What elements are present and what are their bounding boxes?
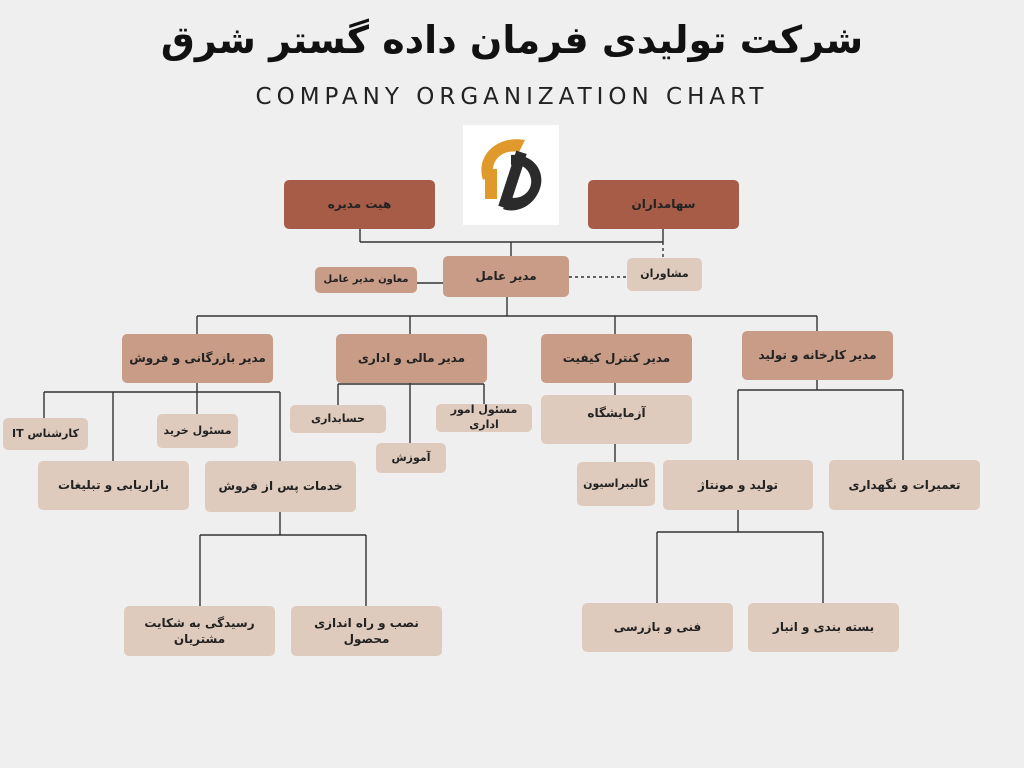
- deputy-ceo-box: معاون مدیر عامل: [315, 267, 417, 293]
- training-box: آموزش: [376, 443, 446, 473]
- logo-icon: [481, 139, 542, 211]
- laboratory-box: آزمایشگاه: [541, 395, 692, 444]
- finance-admin-manager-box: مدیر مالی و اداری: [336, 334, 487, 383]
- factory-production-manager-box: مدیر کارخانه و تولید: [742, 331, 893, 380]
- accounting-box: حسابداری: [290, 405, 386, 433]
- chart-title: شرکت تولیدی فرمان داده گستر شرق: [160, 18, 864, 62]
- production-assembly-box: تولید و مونتاژ: [663, 460, 813, 510]
- administrative-affairs-box: مسئول امور اداری: [436, 403, 532, 432]
- purchasing-officer-box: مسئول خرید: [157, 414, 238, 448]
- customer-complaints-box: رسیدگی به شکایت مشتریان: [124, 606, 275, 656]
- commerce-sales-manager-box: مدیر بازرگانی و فروش: [122, 334, 273, 383]
- it-specialist-box: کارشناس IT: [3, 418, 88, 450]
- calibration-box: کالیبراسیون: [577, 462, 655, 506]
- ceo-box: مدیر عامل: [443, 256, 569, 297]
- maintenance-box: تعمیرات و نگهداری: [829, 460, 980, 510]
- advisors-box: مشاوران: [627, 258, 702, 291]
- marketing-advertising-box: بازاریابی و تبلیغات: [38, 461, 189, 510]
- after-sales-service-box: خدمات پس از فروش: [205, 461, 356, 512]
- product-installation-box: نصب و راه اندازی محصول: [291, 606, 442, 656]
- chart-subtitle: COMPANY ORGANIZATION CHART: [255, 84, 769, 110]
- packaging-warehouse-box: بسته بندی و انبار: [748, 603, 899, 652]
- technical-inspection-box: فنی و بازرسی: [582, 603, 733, 652]
- board-of-directors-box: هیت مدیره: [284, 180, 435, 229]
- company-logo: [463, 125, 559, 225]
- shareholders-box: سهامداران: [588, 180, 739, 229]
- quality-control-manager-box: مدیر کنترل کیفیت: [541, 334, 692, 383]
